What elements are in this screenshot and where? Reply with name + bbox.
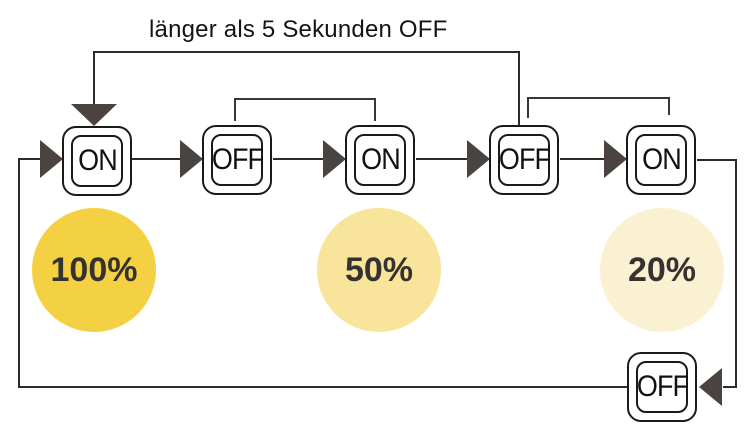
feedback-line-right: [697, 159, 737, 388]
brightness-circle-100: 100%: [32, 208, 156, 332]
state-button-off-1: OFF: [202, 125, 272, 195]
button-face: ON: [635, 134, 687, 186]
brightness-label: 20%: [627, 250, 697, 289]
button-label: OFF: [498, 143, 550, 176]
brightness-label: 50%: [344, 250, 414, 289]
bracket-off2-on3: [527, 97, 670, 118]
state-button-off-2: OFF: [489, 125, 559, 195]
right-arrowhead-return: [40, 140, 63, 178]
button-label: OFF: [211, 143, 263, 176]
bracket-off1-on2: [234, 98, 376, 121]
transition-arrowhead-2: [323, 140, 346, 178]
brightness-circle-50: 50%: [317, 208, 441, 332]
brightness-label: 100%: [50, 250, 138, 289]
state-button-on-50: ON: [345, 125, 415, 195]
state-button-off-final: OFF: [627, 352, 697, 422]
transition-arrowhead-1: [180, 140, 203, 178]
down-arrowhead: [71, 104, 117, 126]
button-label: ON: [360, 143, 401, 176]
brightness-circle-20: 20%: [600, 208, 724, 332]
button-face: ON: [354, 134, 406, 186]
left-arrowhead: [699, 368, 722, 406]
button-face: ON: [71, 135, 123, 187]
transition-arrowhead-3: [467, 140, 490, 178]
hold-off-annotation: länger als 5 Sekunden OFF: [149, 16, 448, 43]
return-line-bottom: [18, 158, 628, 388]
button-label: ON: [77, 144, 118, 177]
button-face: OFF: [211, 134, 264, 186]
button-label: ON: [641, 143, 682, 176]
state-button-on-100: ON: [62, 126, 132, 196]
state-button-on-20: ON: [626, 125, 696, 195]
transition-arrowhead-4: [604, 140, 627, 178]
button-face: OFF: [636, 361, 689, 413]
hold-off-loop-line: [93, 51, 520, 125]
button-label: OFF: [636, 370, 688, 403]
button-face: OFF: [498, 134, 551, 186]
